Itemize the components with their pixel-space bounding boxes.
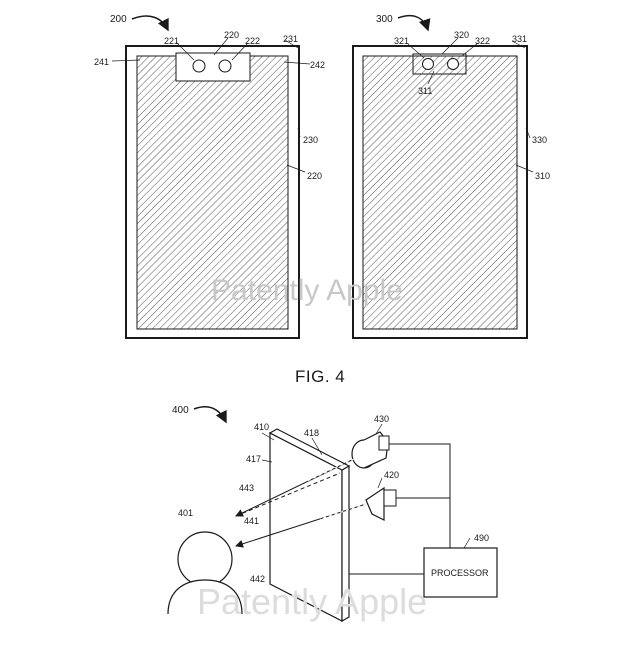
label-241: 241 [94, 57, 109, 67]
leader-222 [231, 42, 249, 61]
wire-camera [389, 443, 451, 548]
leader-417 [261, 459, 273, 463]
label-443: 443 [239, 483, 254, 493]
projector-420-horn [365, 486, 385, 521]
label-441: 441 [244, 516, 259, 526]
label-300: 300 [376, 14, 393, 25]
label-231: 231 [283, 34, 298, 44]
label-220b: 220 [307, 171, 322, 181]
leader-241 [111, 59, 141, 62]
device-200-sensor-right [218, 59, 232, 73]
label-420: 420 [384, 470, 399, 480]
leader-418 [311, 437, 323, 456]
leader-490 [463, 537, 471, 549]
ref-arrow-400 [193, 406, 227, 424]
leader-430 [375, 423, 383, 435]
leader-220 [213, 37, 229, 56]
leader-310 [515, 164, 534, 173]
label-321: 321 [394, 36, 409, 46]
ref-arrow-300 [397, 14, 431, 32]
processor-box [423, 547, 498, 598]
device-300-sensor-window [412, 53, 467, 75]
ray-443 [235, 458, 355, 517]
watermark-bottom: Patently Apple [197, 581, 427, 622]
device-300-sensor-right [447, 58, 459, 70]
ray-441 [235, 503, 367, 548]
leader-331 [511, 40, 526, 49]
ray-442 [235, 472, 341, 517]
user-401-head [177, 531, 233, 587]
label-442: 442 [250, 574, 265, 584]
label-222: 222 [245, 36, 260, 46]
watermark-top: Patently Apple [211, 274, 403, 307]
device-300: 300 321 320 322 331 311 330 310 [352, 14, 550, 339]
leader-330 [525, 127, 531, 139]
figure-caption: FIG. 4 [295, 367, 345, 386]
label-310: 310 [535, 171, 550, 181]
leader-221 [175, 41, 195, 61]
label-430: 430 [374, 414, 389, 424]
device-200-sensor-left [192, 59, 206, 73]
device-200: 200 221 220 222 231 241 242 230 220 [94, 14, 325, 339]
label-320: 320 [454, 30, 469, 40]
label-418: 418 [304, 428, 319, 438]
label-401: 401 [178, 508, 193, 518]
label-221: 221 [164, 36, 179, 46]
leader-410 [261, 432, 275, 441]
label-200: 200 [110, 14, 127, 25]
user-401 [167, 531, 243, 615]
device-200-notch [175, 52, 251, 82]
leader-242 [283, 61, 311, 65]
label-410: 410 [254, 422, 269, 432]
leader-230 [297, 127, 301, 138]
label-417: 417 [246, 454, 261, 464]
label-242: 242 [310, 60, 325, 70]
label-322: 322 [475, 36, 490, 46]
camera-430 [351, 431, 390, 469]
leader-322 [461, 42, 479, 57]
device-300-sensor-left [422, 58, 434, 70]
leader-311 [427, 70, 435, 85]
camera-430-back [378, 435, 390, 451]
ray-441-dash [319, 503, 367, 520]
device-300-display [362, 55, 518, 330]
label-330: 330 [532, 135, 547, 145]
user-401-shoulders [167, 579, 243, 615]
leader-231 [284, 39, 299, 49]
projector-420 [365, 486, 397, 521]
leader-321 [407, 43, 425, 59]
display-panel-top [268, 428, 351, 471]
label-331: 331 [512, 34, 527, 44]
device-200-display [136, 55, 289, 330]
system-400: 400 PROCESSOR [167, 405, 498, 623]
ref-arrow-200 [131, 15, 169, 32]
leader-220b [286, 164, 306, 173]
leader-420 [377, 477, 383, 489]
projector-420-back [383, 489, 397, 507]
leader-320 [441, 37, 459, 55]
label-400: 400 [172, 405, 189, 416]
label-311: 311 [418, 86, 432, 96]
processor-label: PROCESSOR [431, 568, 489, 578]
label-230: 230 [303, 135, 318, 145]
label-220: 220 [224, 30, 239, 40]
label-490: 490 [474, 533, 489, 543]
